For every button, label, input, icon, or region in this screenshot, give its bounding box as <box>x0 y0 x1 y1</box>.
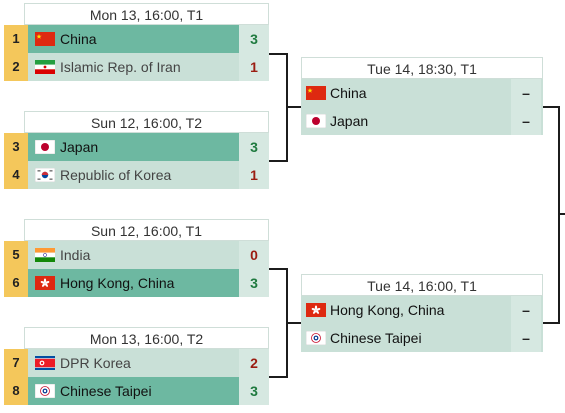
seed-number: 1 <box>4 25 28 53</box>
team-score: 3 <box>239 133 269 161</box>
match-time-header: Sun 12, 16:00, T1 <box>24 219 269 241</box>
team-name: DPR Korea <box>60 355 131 371</box>
team-score: – <box>511 107 541 135</box>
team-row[interactable]: 1 China 3 <box>4 25 269 53</box>
team-name: Chinese Taipei <box>330 330 422 346</box>
team-score: 0 <box>239 241 269 269</box>
team-name: Hong Kong, China <box>60 275 175 291</box>
connector-line <box>286 322 301 324</box>
flag-korea-icon <box>35 168 55 182</box>
seed-number: 4 <box>4 161 28 189</box>
team-name: Chinese Taipei <box>60 383 152 399</box>
team-name: India <box>60 247 91 263</box>
team-row[interactable]: Chinese Taipei – <box>301 324 543 352</box>
seed-number: 7 <box>4 349 28 377</box>
connector-line <box>269 268 287 270</box>
flag-dprk-icon <box>35 356 55 370</box>
seed-number: 8 <box>4 377 28 405</box>
seed-number: 5 <box>4 241 28 269</box>
team-row[interactable]: China – <box>301 79 543 107</box>
team-score: 3 <box>239 25 269 53</box>
connector-line <box>286 106 301 108</box>
team-row[interactable]: 4 Republic of Korea 1 <box>4 161 269 189</box>
team-name: Republic of Korea <box>60 167 172 183</box>
flag-japan-icon <box>35 140 55 154</box>
flag-hongkong-icon <box>306 303 326 317</box>
team-row[interactable]: Hong Kong, China – <box>301 296 543 324</box>
team-name: China <box>60 31 97 47</box>
team-score: – <box>511 79 541 107</box>
seed-number: 3 <box>4 133 28 161</box>
flag-iran-icon <box>35 60 55 74</box>
team-score: 3 <box>239 269 269 297</box>
match-time-header: Mon 13, 16:00, T1 <box>24 3 269 25</box>
seed-number: 2 <box>4 53 28 81</box>
match-time-header: Mon 13, 16:00, T2 <box>24 327 269 349</box>
team-row[interactable]: Japan – <box>301 107 543 135</box>
seed-number: 6 <box>4 269 28 297</box>
team-row[interactable]: 5 India 0 <box>4 241 269 269</box>
team-score: 1 <box>239 161 269 189</box>
team-score: 1 <box>239 53 269 81</box>
team-name: Islamic Rep. of Iran <box>60 59 181 75</box>
team-row[interactable]: 2 Islamic Rep. of Iran 1 <box>4 53 269 81</box>
match-time-header: Sun 12, 16:00, T2 <box>24 111 269 133</box>
flag-chinese-taipei-icon <box>306 331 326 345</box>
flag-japan-icon <box>306 114 326 128</box>
team-row[interactable]: 7 DPR Korea 2 <box>4 349 269 377</box>
flag-hongkong-icon <box>35 276 55 290</box>
team-score: 3 <box>239 377 269 405</box>
match-time-header: Tue 14, 16:00, T1 <box>301 274 543 296</box>
match-time-header: Tue 14, 18:30, T1 <box>301 57 543 79</box>
flag-china-icon <box>35 32 55 46</box>
connector-line <box>543 106 559 108</box>
flag-china-icon <box>306 86 326 100</box>
team-score: – <box>511 296 541 324</box>
team-row[interactable]: 6 Hong Kong, China 3 <box>4 269 269 297</box>
team-name: Japan <box>60 139 99 155</box>
team-score: – <box>511 324 541 352</box>
team-name: China <box>330 85 367 101</box>
connector-line <box>269 160 287 162</box>
flag-india-icon <box>35 248 55 262</box>
connector-line <box>558 213 565 215</box>
team-score: 2 <box>239 349 269 377</box>
team-row[interactable]: 8 Chinese Taipei 3 <box>4 377 269 405</box>
team-row[interactable]: 3 Japan 3 <box>4 133 269 161</box>
team-name: Japan <box>330 113 369 129</box>
connector-line <box>269 53 287 55</box>
connector-line <box>543 322 559 324</box>
flag-chinese-taipei-icon <box>35 384 55 398</box>
connector-line <box>558 106 560 324</box>
connector-line <box>269 376 287 378</box>
team-name: Hong Kong, China <box>330 302 445 318</box>
